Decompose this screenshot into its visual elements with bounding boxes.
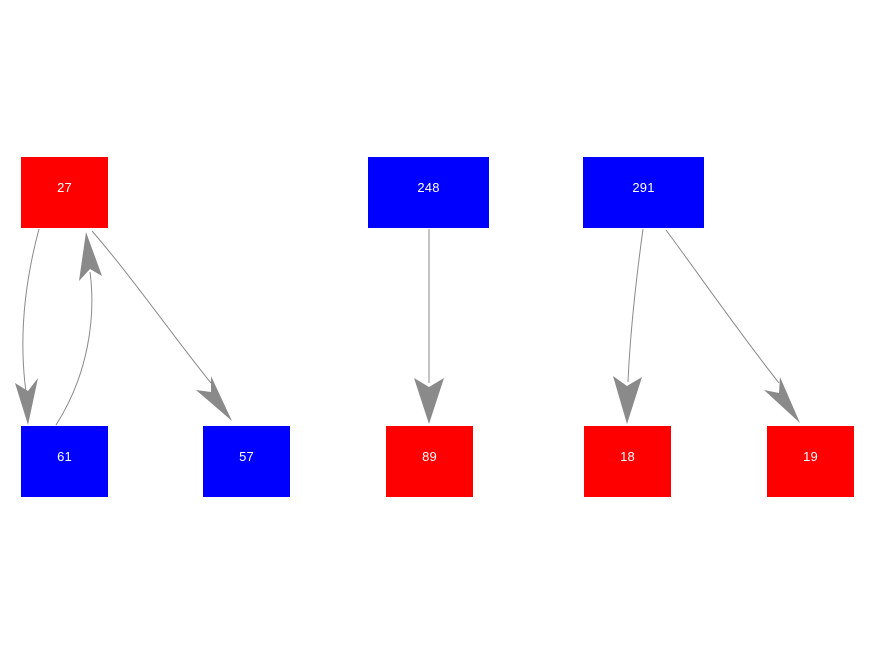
- node-label: 27: [57, 180, 72, 195]
- node-label: 57: [239, 449, 254, 464]
- edge-291-to-19-line: [665, 229, 780, 384]
- graph-node-19[interactable]: 19: [767, 426, 854, 497]
- edge-27-to-57-arrowhead: [196, 376, 232, 421]
- node-label: 248: [417, 180, 440, 195]
- edge-61-to-27-arrowhead: [79, 232, 102, 281]
- node-label: 89: [422, 449, 437, 464]
- edge-291-to-19: [665, 229, 800, 423]
- graph-node-89[interactable]: 89: [386, 426, 473, 497]
- node-label: 61: [57, 449, 72, 464]
- edge-291-to-19-arrowhead: [764, 377, 800, 423]
- edge-61-to-27-line: [55, 271, 93, 426]
- edge-291-to-18: [613, 228, 644, 424]
- edge-27-to-57-line: [91, 230, 212, 384]
- graph-node-27[interactable]: 27: [21, 157, 108, 228]
- edge-27-to-61: [15, 228, 40, 425]
- edge-248-to-89-arrowhead: [414, 378, 444, 424]
- node-label: 19: [803, 449, 818, 464]
- edge-61-to-27: [55, 232, 102, 426]
- edge-291-to-18-line: [627, 228, 644, 383]
- edge-27-to-61-arrowhead: [15, 378, 38, 425]
- graph-node-291[interactable]: 291: [583, 157, 704, 228]
- edge-27-to-61-line: [22, 228, 40, 393]
- graph-node-248[interactable]: 248: [368, 157, 489, 228]
- node-label: 18: [620, 449, 635, 464]
- edge-27-to-57: [91, 230, 232, 421]
- graph-node-61[interactable]: 61: [21, 426, 108, 497]
- graph-node-18[interactable]: 18: [584, 426, 671, 497]
- edge-248-to-89: [414, 229, 444, 424]
- edge-291-to-18-arrowhead: [613, 376, 642, 424]
- node-label: 291: [632, 180, 655, 195]
- graph-node-57[interactable]: 57: [203, 426, 290, 497]
